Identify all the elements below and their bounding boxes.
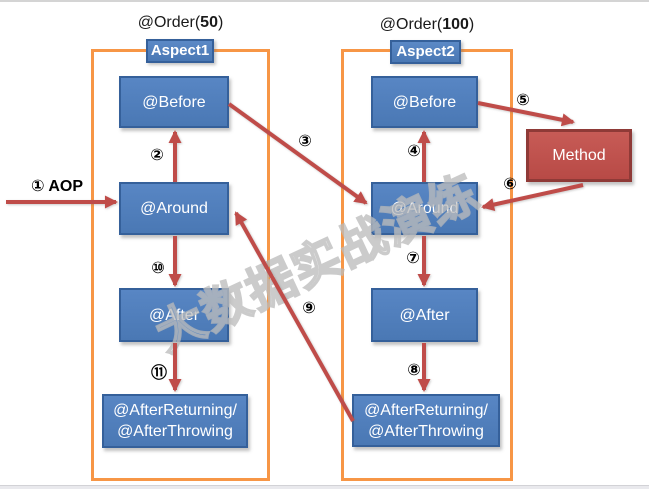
step5-label: ⑤ xyxy=(516,92,530,109)
step7-label: ⑦ xyxy=(406,250,420,267)
order-number: 100 xyxy=(442,16,469,33)
aspect2-afterreturning-node: @AfterReturning/ @AfterThrowing xyxy=(352,394,500,447)
order-annotation-aspect2: @Order(100) xyxy=(341,16,513,34)
step11-label: ⑪ xyxy=(150,365,168,382)
afterthrowing-line2: @AfterThrowing xyxy=(117,423,233,440)
aspect1-around-node: @Around xyxy=(119,182,229,235)
bottom-edge-line xyxy=(0,485,649,489)
order-annotation-aspect1: @Order(50) xyxy=(91,14,270,32)
aspect1-before-node: @Before xyxy=(119,76,229,128)
afterreturning-label: @AfterReturning/ @AfterThrowing xyxy=(364,400,488,442)
aspect1-after-node: @After xyxy=(119,288,229,342)
order-suffix: ) xyxy=(468,16,475,33)
method-node: Method xyxy=(526,129,632,182)
aspect1-afterreturning-node: @AfterReturning/ @AfterThrowing xyxy=(102,394,248,448)
afterreturning-line1: @AfterReturning/ xyxy=(364,401,488,419)
step1-label-aop: ① AOP xyxy=(30,178,84,195)
step2-label: ② xyxy=(150,147,164,164)
step8-label: ⑧ xyxy=(407,362,421,379)
step10-label: ⑩ xyxy=(151,260,165,277)
step4-label: ④ xyxy=(407,143,421,160)
aspect1-tab: Aspect1 xyxy=(146,39,214,63)
order-prefix: @Order( xyxy=(379,16,443,33)
aspect2-after-node: @After xyxy=(371,288,478,342)
afterthrowing-line2: @AfterThrowing xyxy=(368,422,484,440)
step9-label: ⑨ xyxy=(302,300,316,317)
order-number: 50 xyxy=(200,14,218,31)
top-edge-line xyxy=(0,0,649,2)
aspect2-tab: Aspect2 xyxy=(390,40,461,64)
order-suffix: ) xyxy=(217,14,224,31)
aspect2-before-node: @Before xyxy=(371,76,478,128)
step6-label: ⑥ xyxy=(503,176,517,193)
aspect2-around-node: @Around xyxy=(371,182,478,235)
step3-label: ③ xyxy=(298,133,312,150)
afterreturning-line1: @AfterReturning/ xyxy=(113,402,237,419)
afterreturning-label: @AfterReturning/ @AfterThrowing xyxy=(113,400,237,442)
order-prefix: @Order( xyxy=(137,14,201,31)
